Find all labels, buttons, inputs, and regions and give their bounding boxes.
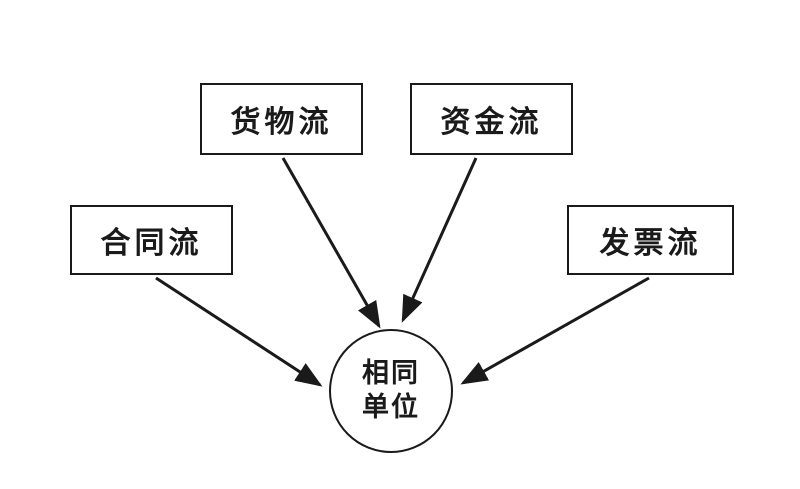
node-same-unit-label-line2: 单位 — [362, 392, 420, 423]
node-same-unit-label-line1: 相同 — [362, 358, 420, 390]
node-same-unit: 相同 单位 — [329, 329, 453, 453]
node-contract-label: 合同流 — [100, 226, 203, 261]
node-contract-flow: 合同流 — [70, 205, 233, 275]
arrow-invoice-to-center — [460, 276, 650, 385]
node-invoice-label: 发票流 — [599, 226, 702, 261]
arrow-contract-to-center — [155, 276, 323, 387]
arrow-goods-to-center — [281, 157, 381, 329]
node-invoice-flow: 发票流 — [567, 205, 734, 275]
node-funds-flow: 资金流 — [410, 83, 573, 155]
node-goods-label: 货物流 — [230, 105, 333, 140]
arrow-funds-to-center — [401, 157, 478, 323]
node-goods-flow: 货物流 — [200, 83, 363, 155]
node-funds-label: 资金流 — [440, 105, 543, 140]
